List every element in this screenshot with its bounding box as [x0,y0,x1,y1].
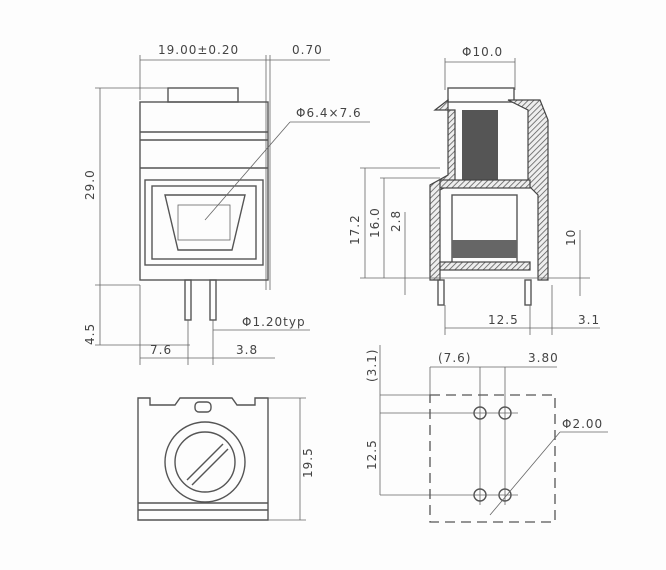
front-view: 19.00±0.20 0.70 Φ6.4×7.6 29.0 4.5 7.6 3.… [83,43,370,365]
body-height-dimension: 16.0 [368,207,382,238]
screw-head-dimension: Φ10.0 [462,45,503,59]
height-dimension: 29.0 [83,169,97,200]
total-height-dimension: 17.2 [348,214,362,245]
row-spacing-dimension: 12.5 [365,439,379,470]
hole-icon [473,406,512,502]
pin-offset-dimension: 7.6 [150,343,172,357]
pitch-dimension: 3.80 [528,351,559,365]
edge-dimension: 3.1 [578,313,600,327]
standoff-dimension: 10 [564,229,578,246]
top-offset-dimension: (3.1) [365,349,379,382]
bottom-view: 19.5 [137,397,315,521]
pin-pitch-dimension: 3.8 [236,343,258,357]
side-view: 17.2 16.0 2.8 10 Φ10.0 12.5 3.1 [348,45,600,335]
pcb-layout: (3.1) (7.6) 3.80 12.5 Φ2.00 [365,345,608,523]
pin-span-dimension: 12.5 [488,313,519,327]
depth-dimension: 19.5 [301,447,315,478]
offset-dimension: 0.70 [292,43,323,57]
left-offset-dimension: (7.6) [438,351,471,365]
screw-dimension: Φ6.4×7.6 [296,106,362,120]
hole-diameter-dimension: Φ2.00 [562,417,603,431]
pin-diameter-dimension: Φ1.20typ [242,315,306,329]
clamp-height-dimension: 2.8 [389,210,403,232]
width-dimension: 19.00±0.20 [158,43,239,57]
pin-length-dimension: 4.5 [83,323,97,345]
